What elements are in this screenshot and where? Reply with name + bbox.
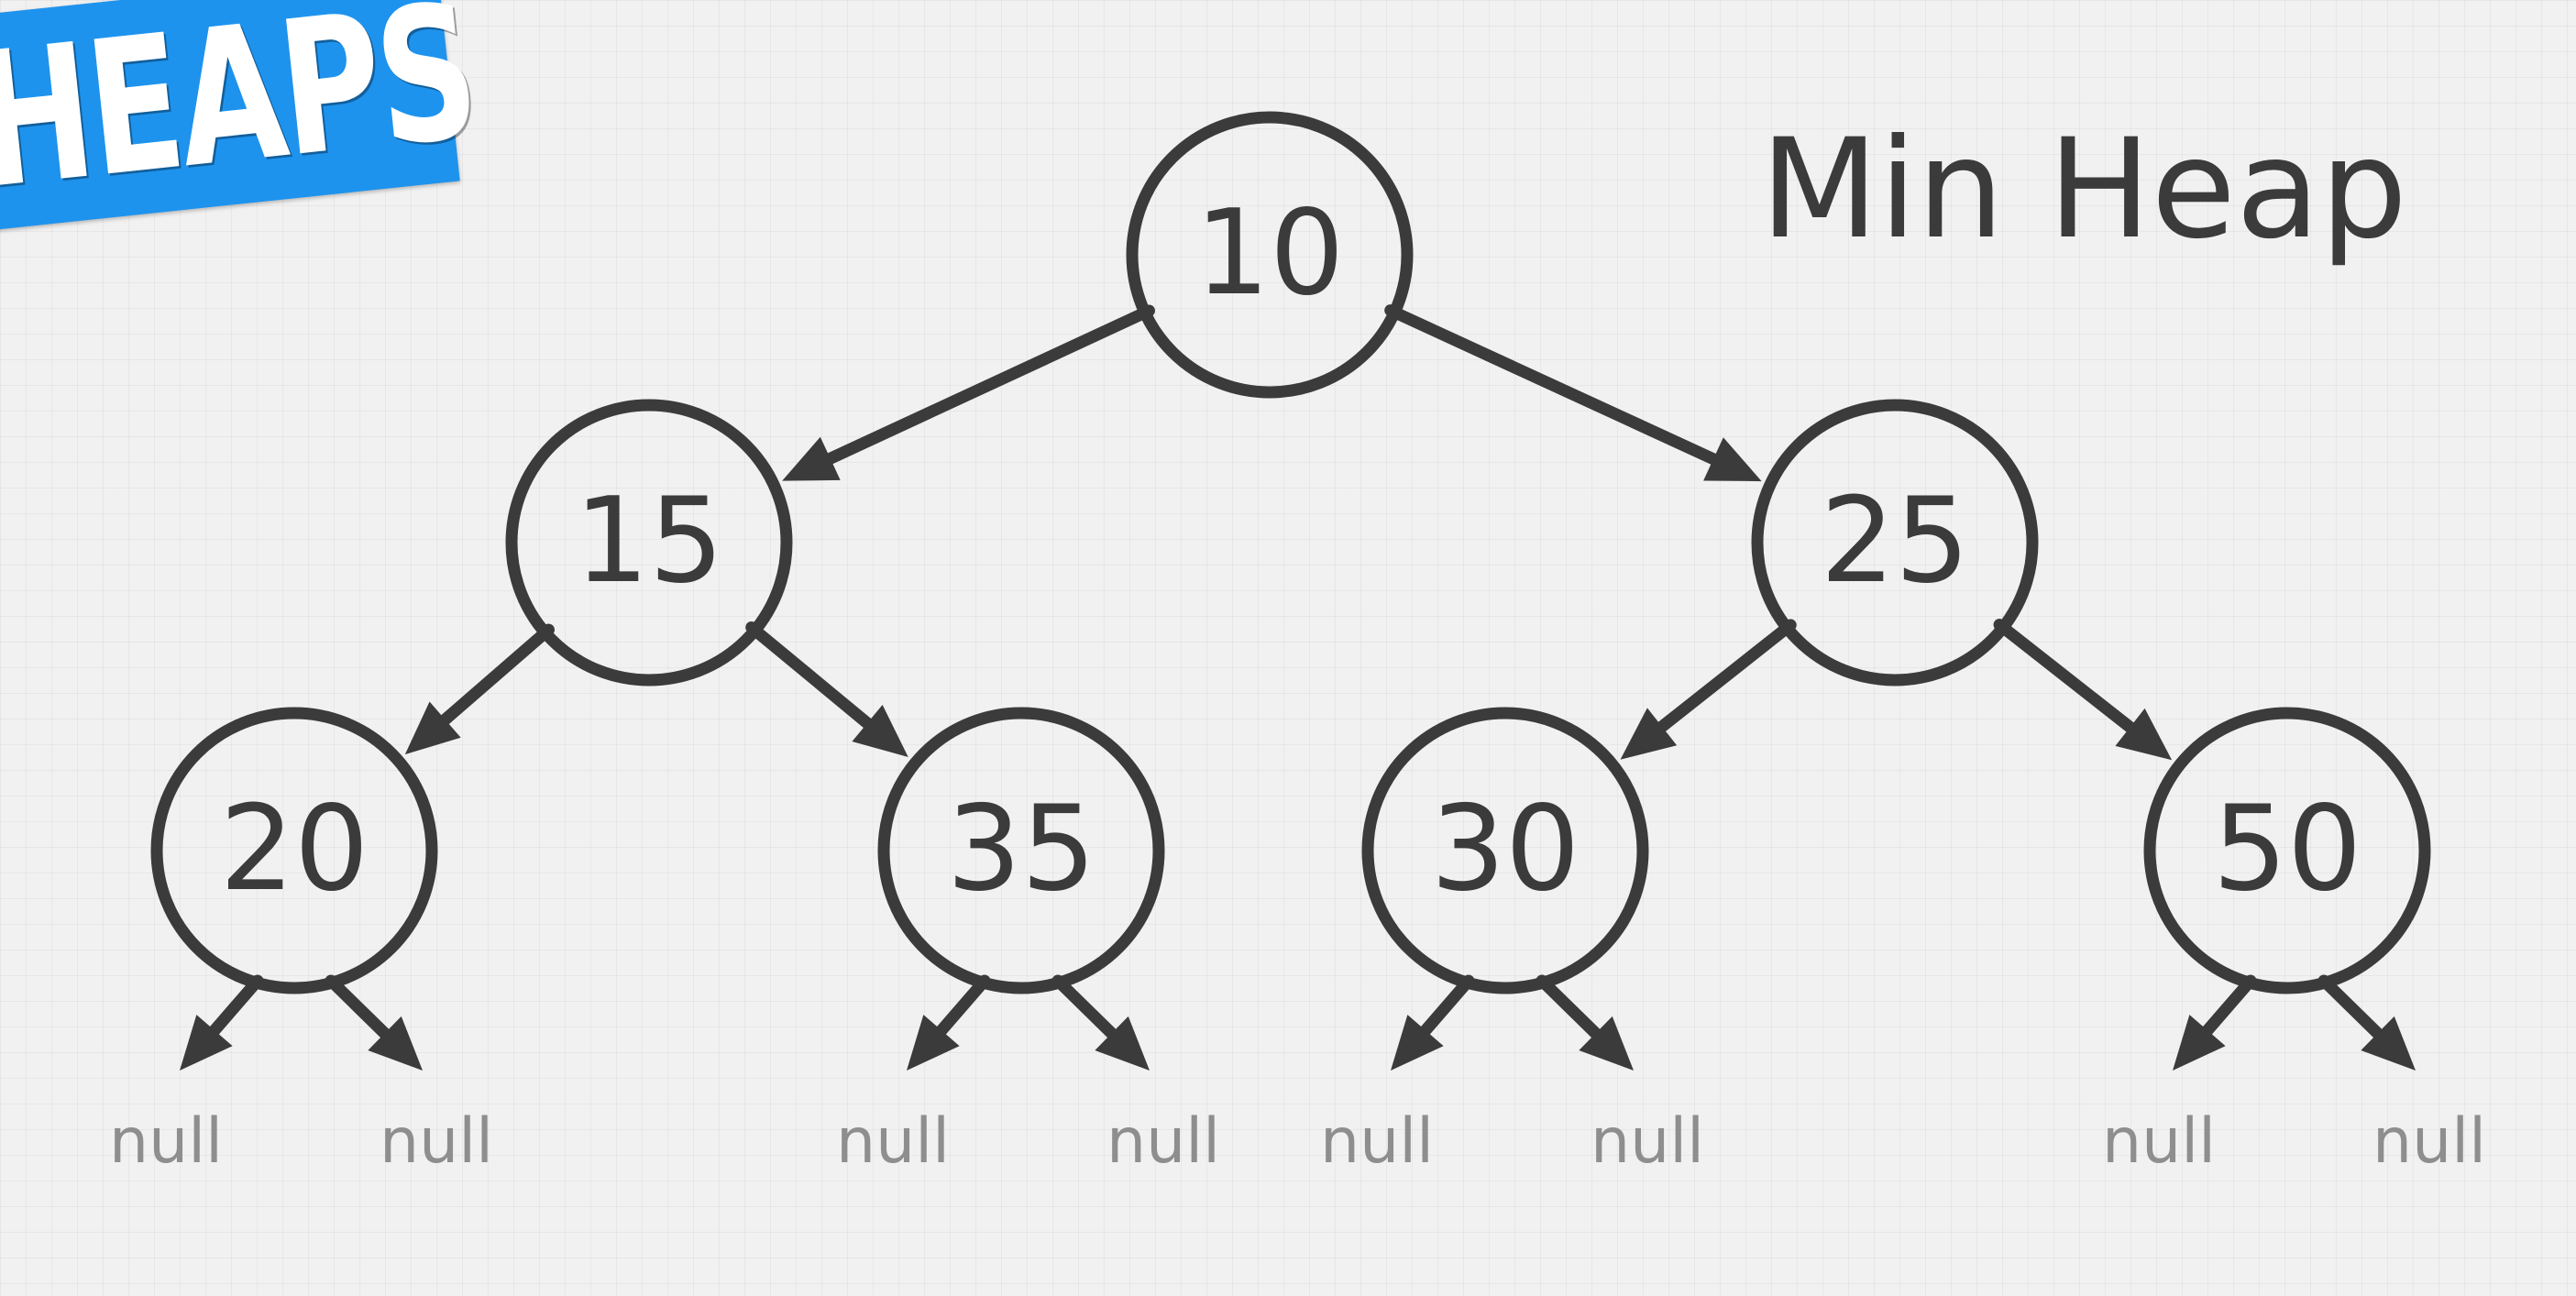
- null-edge-right-30-line: [1536, 974, 1604, 1042]
- heap-node-35-value: 35: [947, 781, 1096, 917]
- heap-node-20: 20: [150, 707, 438, 994]
- null-edge-right-35: [1051, 974, 1150, 1071]
- edge-10-to-25-line: [1384, 304, 1723, 467]
- heap-node-30: 30: [1361, 707, 1649, 994]
- node-layer: 10 15 25 20 35 30 50: [150, 111, 2431, 994]
- null-edge-left-35-arrowhead: [907, 1015, 960, 1071]
- heap-node-50-circle: [2143, 707, 2431, 994]
- heap-node-35-circle: [877, 707, 1165, 994]
- heap-node-35: 35: [877, 707, 1165, 994]
- null-edge-left-30-line: [1416, 974, 1475, 1039]
- heap-node-15-value: 15: [575, 473, 724, 610]
- edge-layer: [180, 304, 2416, 1071]
- null-edge-right-50: [2317, 974, 2416, 1071]
- null-label-left-30: null: [1320, 1105, 1434, 1178]
- edge-10-to-15-arrowhead: [782, 436, 841, 481]
- edge-25-to-30-line: [1653, 619, 1797, 735]
- diagram-title: Min Heap: [1760, 110, 2408, 269]
- null-edge-left-50: [2173, 974, 2257, 1071]
- null-label-right-20: null: [380, 1105, 493, 1178]
- edge-25-to-50-arrowhead: [2115, 708, 2173, 761]
- heap-node-50-value: 50: [2213, 781, 2362, 917]
- null-edge-right-50-arrowhead: [2361, 1016, 2416, 1071]
- null-edge-right-30-arrowhead: [1579, 1016, 1634, 1071]
- null-edge-left-35: [907, 974, 991, 1071]
- heap-node-30-value: 30: [1431, 781, 1580, 917]
- null-edge-right-50-line: [2317, 974, 2386, 1042]
- null-label-left-20: null: [109, 1105, 223, 1178]
- heap-node-10: 10: [1126, 111, 1414, 399]
- null-edge-right-30: [1536, 974, 1634, 1071]
- heap-node-15: 15: [505, 399, 793, 686]
- heap-node-20-circle: [150, 707, 438, 994]
- heap-node-25-circle: [1751, 399, 2039, 686]
- null-label-right-50: null: [2372, 1105, 2486, 1178]
- heap-node-20-value: 20: [220, 781, 369, 917]
- heap-node-25: 25: [1751, 399, 2039, 686]
- edge-10-to-25: [1384, 304, 1762, 482]
- null-label-right-30: null: [1591, 1105, 1704, 1178]
- null-edge-left-30-arrowhead: [1391, 1015, 1444, 1071]
- edge-15-to-20: [404, 623, 556, 755]
- null-label-right-35: null: [1106, 1105, 1220, 1178]
- heap-node-10-circle: [1126, 111, 1414, 399]
- edge-15-to-35-arrowhead: [852, 704, 908, 757]
- null-edge-right-20-line: [325, 974, 393, 1042]
- edge-15-to-35-line: [745, 621, 876, 732]
- null-edge-right-35-line: [1051, 974, 1120, 1042]
- null-edge-left-20-line: [205, 974, 264, 1039]
- null-edge-right-35-arrowhead: [1095, 1016, 1150, 1071]
- heap-node-25-value: 25: [1821, 473, 1970, 610]
- heap-node-30-circle: [1361, 707, 1649, 994]
- edge-25-to-50: [1993, 619, 2173, 761]
- edge-10-to-15: [782, 304, 1155, 481]
- null-edge-left-35-line: [932, 974, 991, 1039]
- null-edge-left-50-arrowhead: [2173, 1015, 2226, 1071]
- heap-node-15-circle: [505, 399, 793, 686]
- null-edge-right-20: [325, 974, 423, 1071]
- null-edge-left-50-line: [2198, 974, 2257, 1039]
- edge-25-to-30: [1620, 619, 1797, 760]
- null-edge-left-20: [180, 974, 264, 1071]
- edge-15-to-20-line: [436, 623, 556, 729]
- null-label-left-35: null: [836, 1105, 950, 1178]
- null-edge-left-30: [1391, 974, 1475, 1071]
- heap-node-50: 50: [2143, 707, 2431, 994]
- edge-25-to-50-line: [1993, 619, 2140, 736]
- edge-15-to-20-arrowhead: [404, 701, 461, 755]
- heap-node-10-value: 10: [1195, 185, 1345, 322]
- null-edge-right-20-arrowhead: [368, 1016, 423, 1071]
- edge-25-to-30-arrowhead: [1620, 708, 1678, 760]
- edge-10-to-15-line: [820, 304, 1155, 467]
- null-label-left-50: null: [2102, 1105, 2216, 1178]
- edge-15-to-35: [745, 621, 908, 757]
- edge-10-to-25-arrowhead: [1703, 437, 1762, 482]
- null-layer: null null null null null null null null: [109, 1105, 2486, 1178]
- null-edge-left-20-arrowhead: [180, 1015, 233, 1071]
